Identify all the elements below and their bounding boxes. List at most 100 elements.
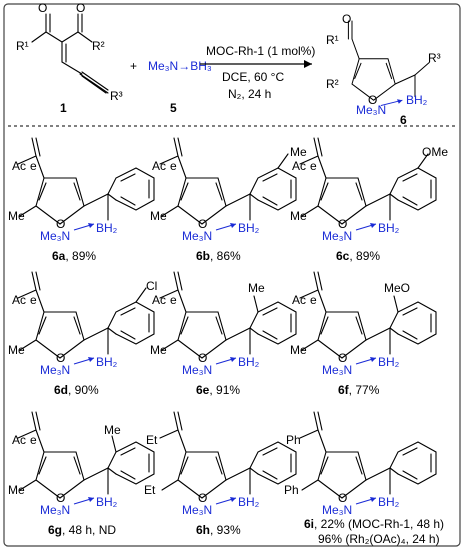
product-label-6i: 6i, 22% (MOC-Rh-1, 48 h) xyxy=(304,517,444,531)
atom-bh2: BH₂ xyxy=(238,495,260,509)
atom-me: Me xyxy=(290,145,307,159)
product-6b xyxy=(159,137,297,231)
starting-material-1 xyxy=(31,13,109,94)
atom-me3n: Me₃N xyxy=(182,229,212,243)
atom-me: Me xyxy=(248,281,265,295)
atom-me: Me xyxy=(8,343,25,357)
atom-o: O xyxy=(338,217,347,231)
atom-o: O xyxy=(368,93,377,107)
condition-atmosphere-time: N₂, 24 h xyxy=(228,87,271,101)
atom-ac: Ac xyxy=(292,159,306,173)
atom-ac: Ac xyxy=(152,159,166,173)
atom-et: Et xyxy=(146,433,158,447)
product-label-6f: 6f, 77% xyxy=(338,383,380,397)
atom-me3n: Me₃N xyxy=(182,363,212,377)
atom-bh2: BH₂ xyxy=(378,355,400,369)
condition-solvent-temp: DCE, 60 °C xyxy=(222,70,284,84)
atom-o: O xyxy=(198,491,207,505)
atom-bh2: BH₂ xyxy=(238,355,260,369)
atom-e: e xyxy=(30,433,37,447)
atom-me3n: Me₃N xyxy=(40,363,70,377)
atom-me: Me xyxy=(8,209,25,223)
product-label-6d: 6d, 90% xyxy=(54,383,99,397)
product-6a xyxy=(17,137,155,231)
atom-bh2: BH₂ xyxy=(96,355,118,369)
atom-o: O xyxy=(342,12,351,26)
substituent-r1: R¹ xyxy=(16,39,29,53)
atom-me3n: Me₃N xyxy=(322,503,352,517)
product-6e xyxy=(159,271,297,365)
atom-o: O xyxy=(198,217,207,231)
atom-o: O xyxy=(56,351,65,365)
condition-catalyst: MOC-Rh-1 (1 mol%) xyxy=(206,44,315,58)
atom-me3n: Me₃N xyxy=(322,363,352,377)
atom-o: O xyxy=(56,217,65,231)
atom-ph: Ph xyxy=(284,483,299,497)
product-label-6e: 6e, 91% xyxy=(196,383,240,397)
atom-meo: MeO xyxy=(384,281,410,295)
product-6g xyxy=(17,411,155,505)
product-label-6c: 6c, 89% xyxy=(336,249,380,263)
atom-bh2: BH₂ xyxy=(238,221,260,235)
atom-me: Me xyxy=(8,483,25,497)
atom-me: Me xyxy=(290,209,307,223)
substituent-r2: R² xyxy=(92,39,105,53)
scheme-border xyxy=(3,3,461,547)
product-6f xyxy=(299,271,437,365)
substituent-r1: R¹ xyxy=(326,33,339,47)
atom-cl: Cl xyxy=(146,279,157,293)
atom-e: e xyxy=(170,159,177,173)
atom-bh2: BH₂ xyxy=(406,93,428,107)
atom-me3n: Me₃N xyxy=(322,229,352,243)
atom-o: O xyxy=(56,491,65,505)
atom-bh2: BH₂ xyxy=(96,495,118,509)
atom-o: O xyxy=(198,351,207,365)
product-label-6b: 6b, 86% xyxy=(196,249,241,263)
atom-ac: Ac xyxy=(12,159,26,173)
atom-me3n: Me₃N xyxy=(182,503,212,517)
atom-bh2: BH₂ xyxy=(96,221,118,235)
atom-o: O xyxy=(338,491,347,505)
atom-ac: Ac xyxy=(12,433,26,447)
atom-o: O xyxy=(338,351,347,365)
atom-bh2: BH₂ xyxy=(378,495,400,509)
compound-label-6: 6 xyxy=(400,113,407,127)
atom-ac: Ac xyxy=(292,293,306,307)
reagent-5-formula: Me₃N→BH₃ xyxy=(148,59,212,73)
atom-me3n: Me₃N xyxy=(40,229,70,243)
atom-ph: Ph xyxy=(286,433,301,447)
substituent-r3: R³ xyxy=(110,89,123,103)
compound-label-1: 1 xyxy=(60,101,67,115)
product-6h xyxy=(159,411,297,505)
atom-e: e xyxy=(310,293,317,307)
product-6-structure xyxy=(347,20,430,107)
atom-bh2: BH₂ xyxy=(378,221,400,235)
atom-me: Me xyxy=(290,343,307,357)
substituent-r3: R³ xyxy=(428,51,441,65)
atom-ome: OMe xyxy=(422,145,448,159)
atom-e: e xyxy=(310,159,317,173)
product-6d xyxy=(17,271,155,365)
atom-o: O xyxy=(76,1,85,15)
product-6i-alt-condition: 96% (Rh₂(OAc)₄, 24 h) xyxy=(318,532,440,546)
substituent-r2: R² xyxy=(326,77,339,91)
atom-me3n: Me₃N xyxy=(356,103,386,117)
product-label-6g: 6g, 48 h, ND xyxy=(48,523,116,537)
reaction-arrow xyxy=(200,60,312,68)
atom-e: e xyxy=(30,159,37,173)
atom-e: e xyxy=(170,293,177,307)
product-6c xyxy=(299,137,437,231)
plus-sign: + xyxy=(130,59,137,73)
product-label-6h: 6h, 93% xyxy=(196,523,241,537)
compound-label-5: 5 xyxy=(170,101,177,115)
atom-et: Et xyxy=(144,483,156,497)
atom-e: e xyxy=(30,293,37,307)
atom-o: O xyxy=(38,1,47,15)
atom-me3n: Me₃N xyxy=(40,503,70,517)
atom-ac: Ac xyxy=(152,293,166,307)
atom-me: Me xyxy=(150,343,167,357)
atom-me: Me xyxy=(150,209,167,223)
product-label-6a: 6a, 89% xyxy=(52,249,96,263)
product-6i xyxy=(299,411,437,505)
